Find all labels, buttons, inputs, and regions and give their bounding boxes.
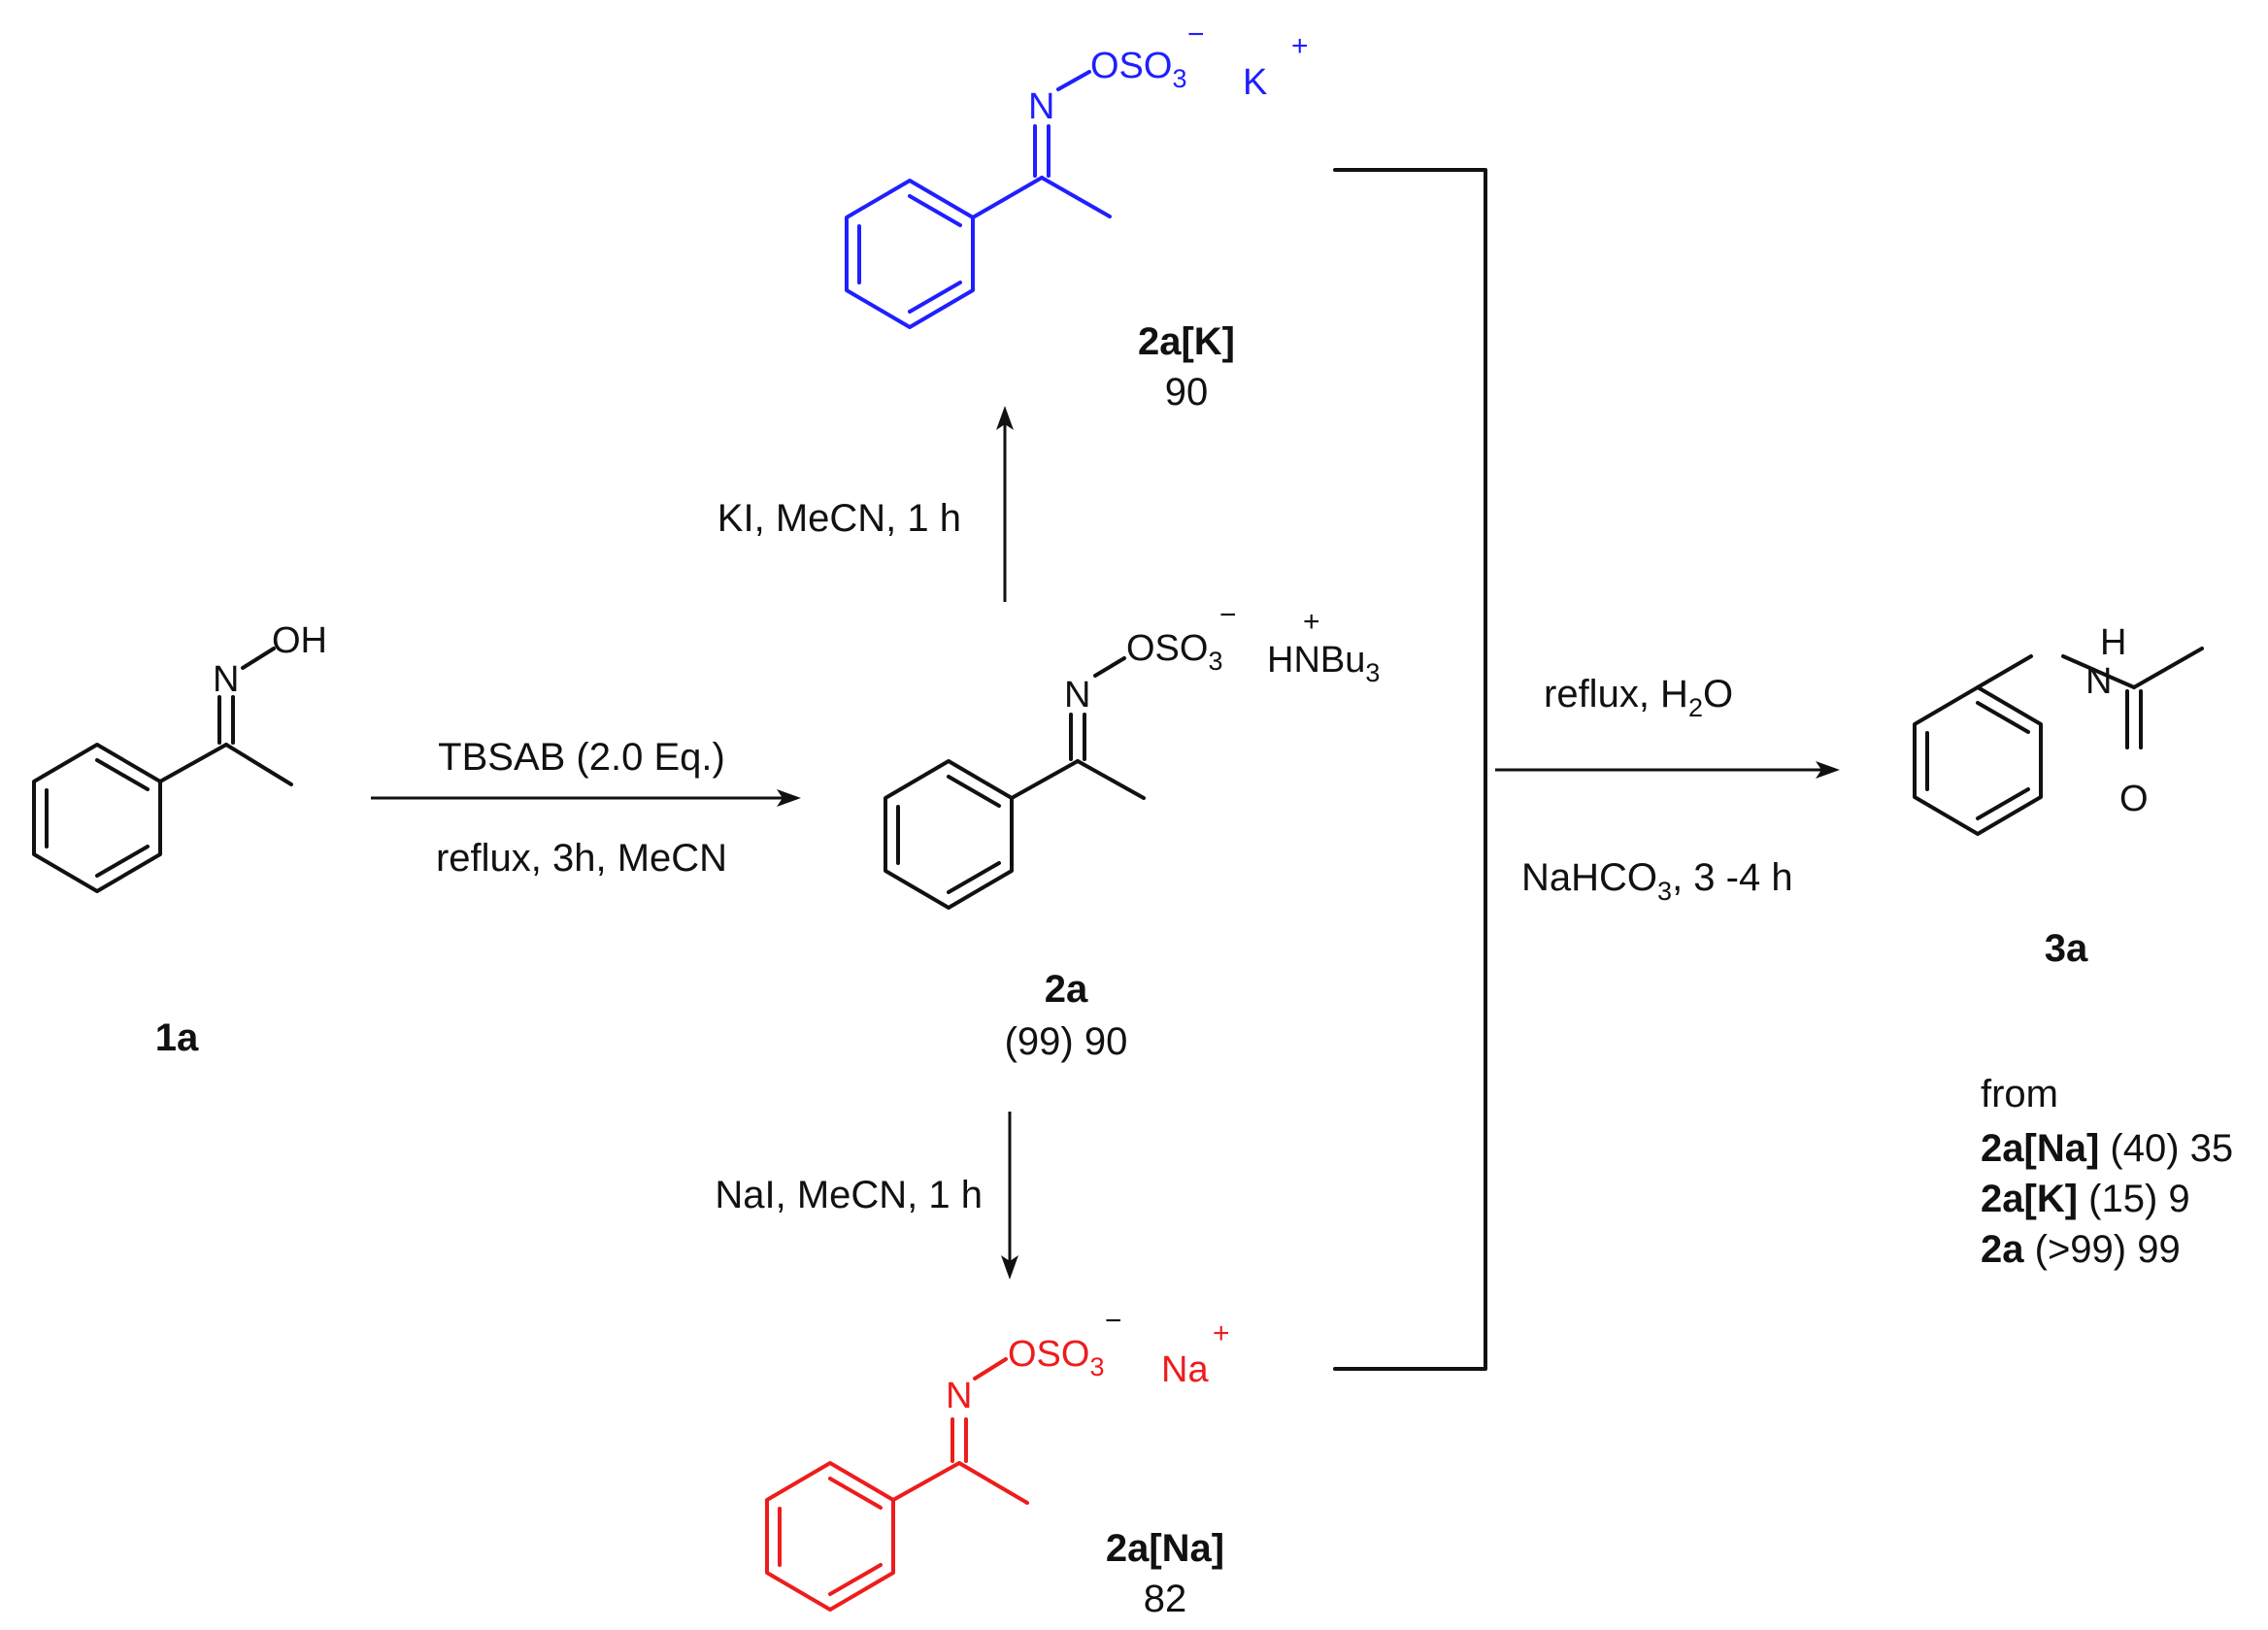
structure-3a: H N O xyxy=(1913,622,2204,836)
oxime-sulfate-chain xyxy=(1010,656,1146,800)
counterion-na: Na xyxy=(1161,1349,1209,1390)
nitrogen-atom: N xyxy=(1028,86,1054,127)
nh-hydrogen: H xyxy=(2100,622,2126,663)
results-from: from xyxy=(1981,1073,2058,1115)
compound-label-1a: 1a xyxy=(155,1016,199,1059)
result-row: 2a[K] (15) 9 xyxy=(1981,1178,2190,1220)
counterion-hnbu3: HNBu3 xyxy=(1267,640,1380,687)
structure-2a-k: N OSO3 − K + xyxy=(845,18,1309,329)
benzene-ring xyxy=(845,179,975,329)
sulfate-charge: − xyxy=(1105,1305,1122,1337)
sulfate-charge: − xyxy=(1219,599,1237,631)
counterion-charge: + xyxy=(1291,30,1309,62)
compound-label-2a-na: 2a[Na] xyxy=(1106,1527,1224,1570)
structure-1a: N OH xyxy=(32,620,327,893)
condition-reflux-water: reflux, H2O xyxy=(1544,673,1733,722)
result-row: 2a[Na] (40) 35 xyxy=(1981,1127,2233,1170)
result-row: 2a (>99) 99 xyxy=(1981,1228,2181,1271)
counterion-k: K xyxy=(1243,62,1267,103)
sulfate-group: OSO3 xyxy=(1090,46,1187,93)
benzene-ring xyxy=(884,759,1014,910)
sulfate-group: OSO3 xyxy=(1126,628,1223,676)
compound-label-2a-k: 2a[K] xyxy=(1138,320,1235,363)
nh-nitrogen: N xyxy=(2085,661,2112,702)
sulfate-group: OSO3 xyxy=(1008,1334,1105,1381)
condition-nai: NaI, MeCN, 1 h xyxy=(715,1174,983,1216)
carbonyl-oxygen: O xyxy=(2119,779,2149,819)
arrow-nai xyxy=(1001,1112,1018,1280)
hydroxyl-group: OH xyxy=(272,620,327,661)
benzene-ring xyxy=(1913,685,2043,836)
oxime-sulfate-chain xyxy=(971,70,1112,219)
nitrogen-atom: N xyxy=(213,659,239,700)
amide-chain xyxy=(1976,647,2204,749)
structure-2a-na: N OSO3 − Na + xyxy=(765,1305,1230,1612)
compound-label-3a: 3a xyxy=(2045,927,2088,970)
sulfate-charge: − xyxy=(1187,18,1205,50)
bracket xyxy=(1333,168,1487,1371)
condition-nahco3: NaHCO3, 3 -4 h xyxy=(1521,856,1793,906)
arrow-hydrolysis xyxy=(1495,761,1840,779)
counterion-charge: + xyxy=(1303,606,1320,638)
compound-label-2a: 2a xyxy=(1045,968,1088,1011)
condition-tbsab: TBSAB (2.0 Eq.) xyxy=(438,736,725,779)
benzene-ring xyxy=(32,743,162,893)
yield-2a-k: 90 xyxy=(1165,371,1209,414)
nitrogen-atom: N xyxy=(1064,675,1090,715)
benzene-ring xyxy=(765,1461,895,1612)
arrow-tbsab xyxy=(371,789,801,807)
oxime-sulfate-chain xyxy=(891,1357,1029,1505)
yield-2a: (99) 90 xyxy=(1005,1020,1128,1063)
arrow-ki xyxy=(996,406,1014,602)
counterion-charge: + xyxy=(1213,1317,1230,1349)
condition-reflux-3h: reflux, 3h, MeCN xyxy=(436,837,727,880)
yield-2a-na: 82 xyxy=(1144,1578,1187,1620)
oxime-chain xyxy=(158,647,293,786)
structure-2a: N OSO3 − HNBu3 + xyxy=(884,599,1380,910)
condition-ki: KI, MeCN, 1 h xyxy=(717,497,961,540)
results-list: from 2a[Na] (40) 35 2a[K] (15) 9 2a (>99… xyxy=(1981,1073,2233,1271)
nitrogen-atom: N xyxy=(946,1376,972,1416)
